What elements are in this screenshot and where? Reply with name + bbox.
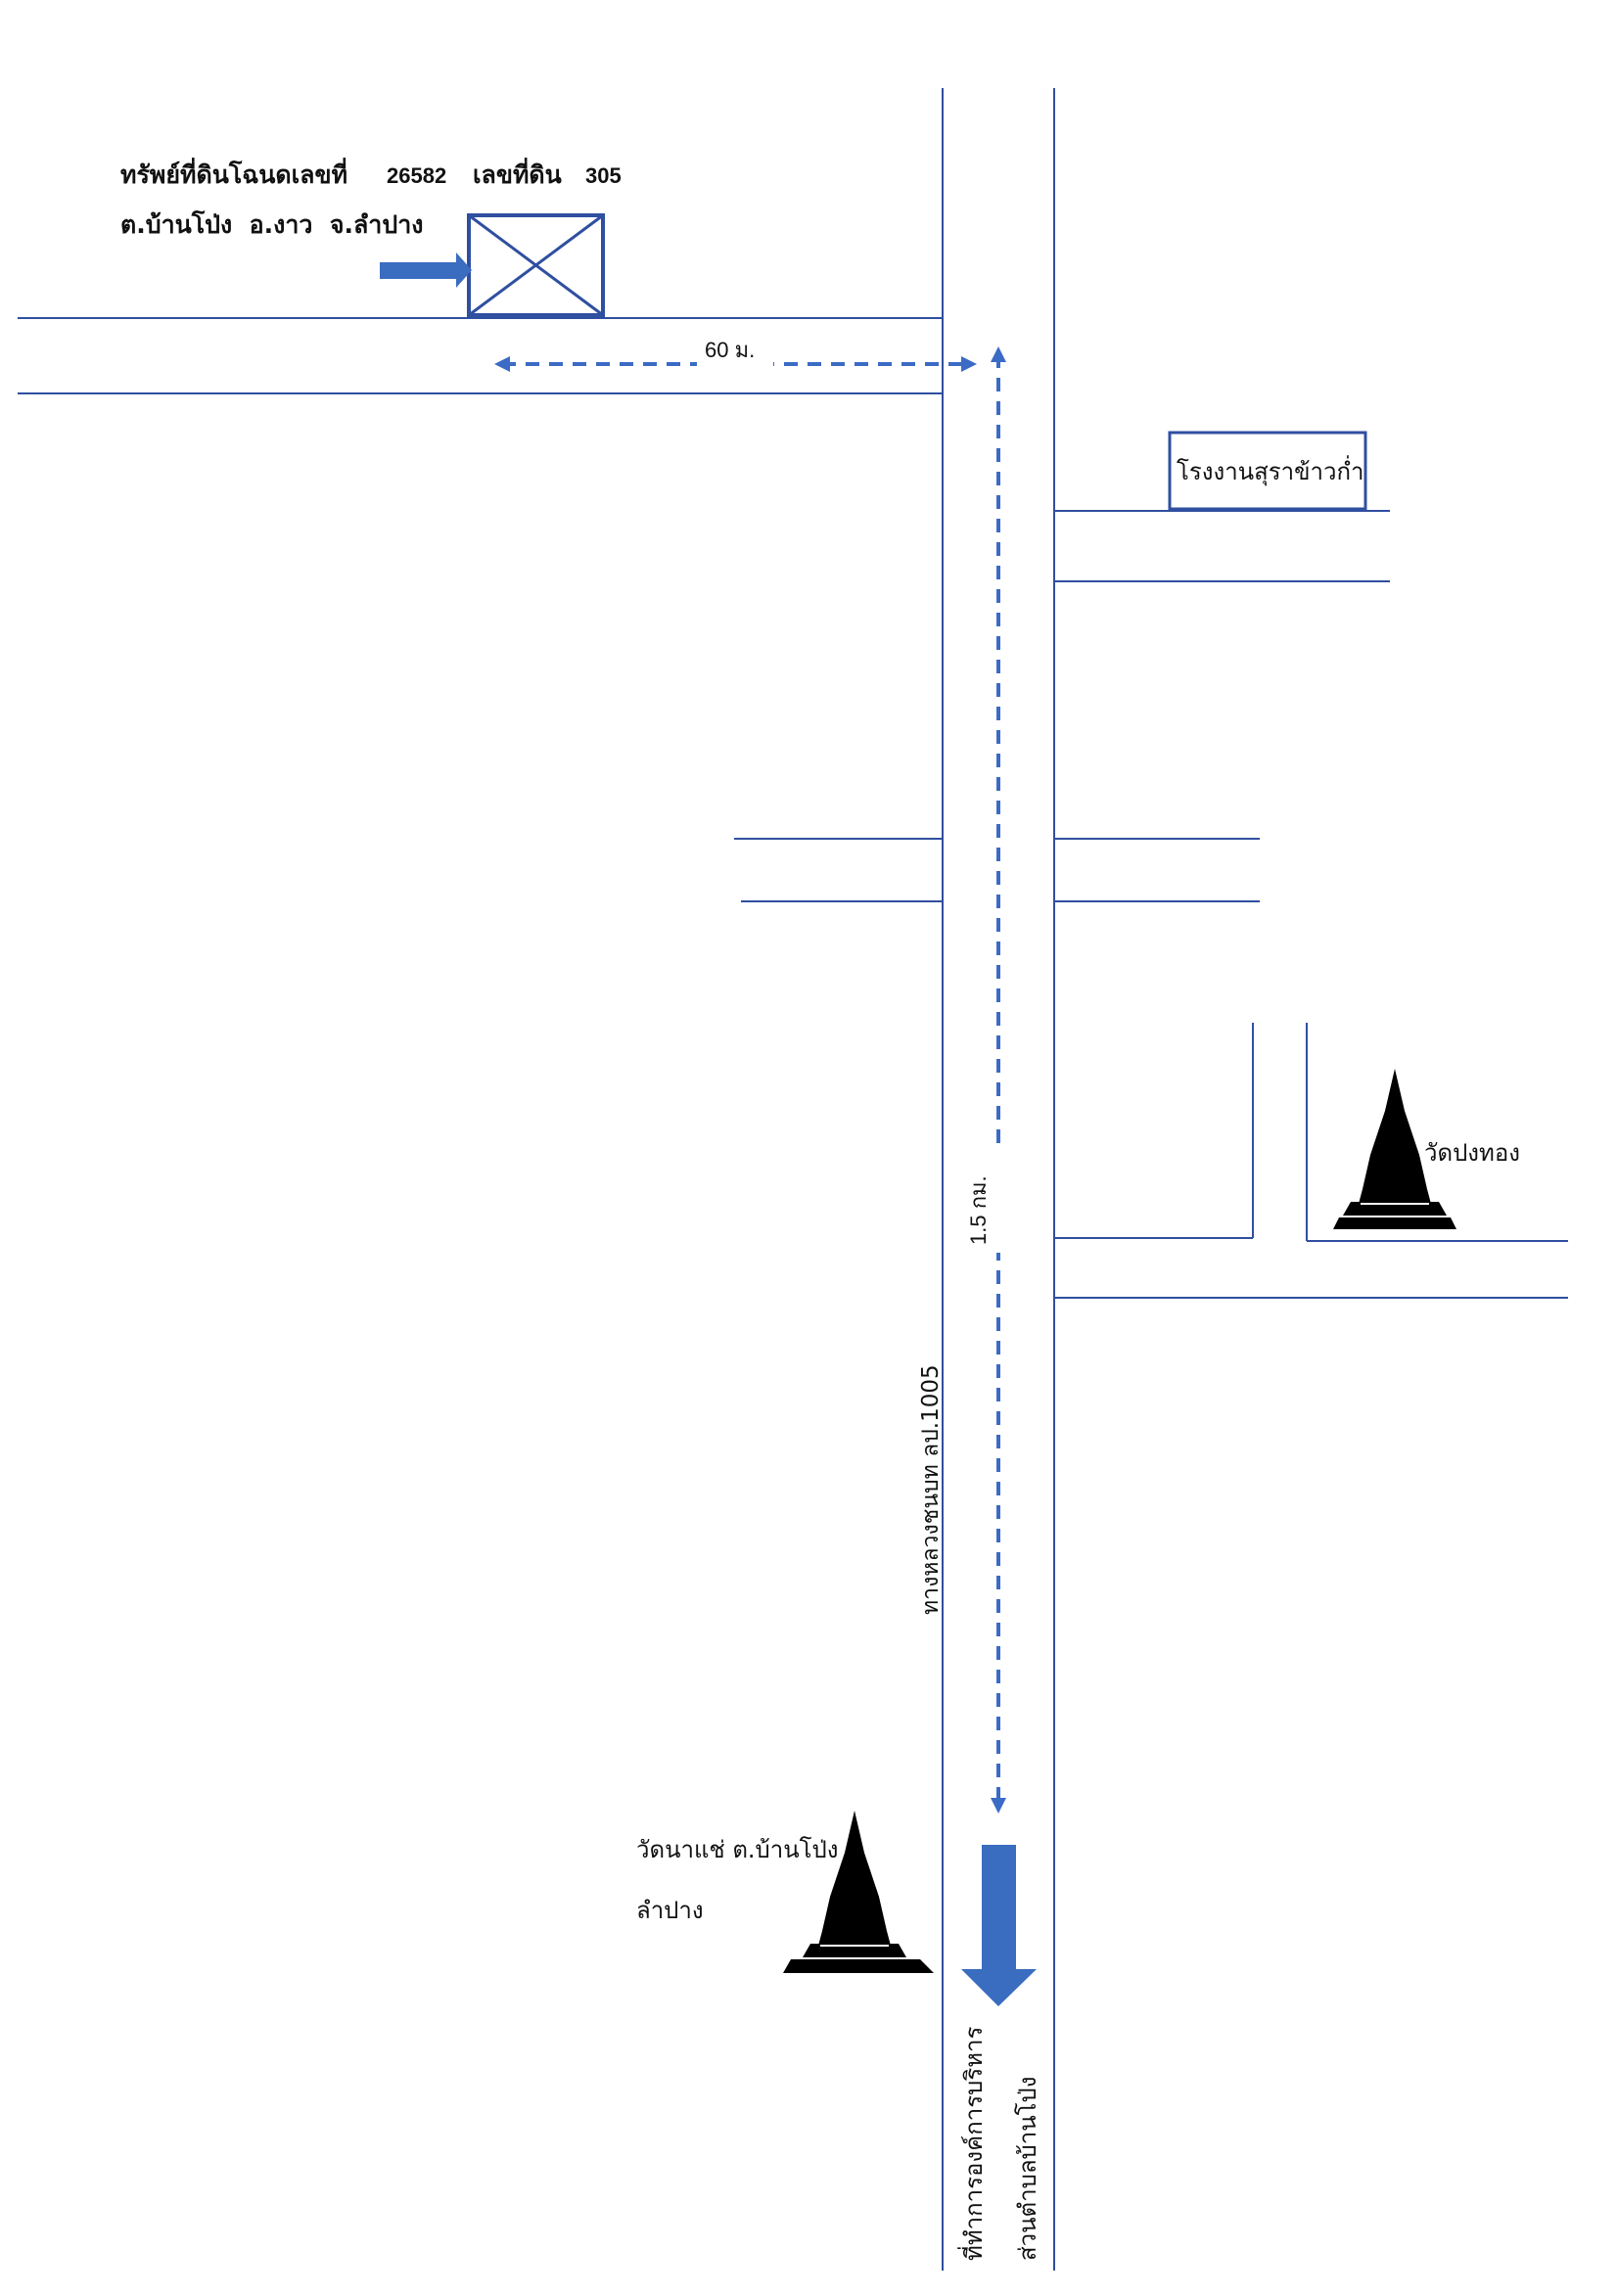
- temple-na-sae-label-line1: วัดนาแช่ ต.บ้านโป่ง: [636, 1836, 839, 1863]
- direction-arrow-icon: [961, 1845, 1037, 2006]
- distance-1-5km-arrow: [967, 346, 1006, 1814]
- stupa-icon: [1333, 1069, 1456, 1229]
- distillery-label: โรงงานสุราข้าวก่ำ: [1177, 455, 1363, 486]
- main-road-label: ทางหลวงชนบท ลป.1005: [918, 1364, 944, 1615]
- land-label: เลขที่ดิน: [473, 158, 562, 189]
- destination-label-line2: ส่วนตำบลบ้านโป่ง: [1014, 2077, 1041, 2262]
- road-network: [18, 88, 1568, 2271]
- stupa-icon: [783, 1811, 934, 1973]
- land-number: 305: [585, 163, 622, 188]
- distance-60m-arrow: [494, 339, 977, 372]
- property-location: ต.บ้านโป่ง อ.งาว จ.ลำปาง: [120, 209, 423, 239]
- property-title-prefix: ทรัพย์ที่ดินโฉนดเลขที่: [120, 158, 347, 189]
- distance-60m-label: 60 ม.: [705, 338, 755, 362]
- pointer-arrow-icon: [380, 253, 472, 288]
- temple-na-sae-label-line2: ลำปาง: [636, 1897, 704, 1924]
- distillery-label-box: [1168, 431, 1367, 511]
- crossed-box-icon: [467, 213, 605, 317]
- deed-number: 26582: [387, 163, 446, 188]
- destination-label-line1: ที่ทำการองค์การบริหาร: [957, 2026, 988, 2261]
- property-marker: [380, 213, 605, 317]
- distance-1-5km-label: 1.5 กม.: [966, 1175, 991, 1245]
- temple-pong-thong-label: วัดปงทอง: [1424, 1139, 1520, 1167]
